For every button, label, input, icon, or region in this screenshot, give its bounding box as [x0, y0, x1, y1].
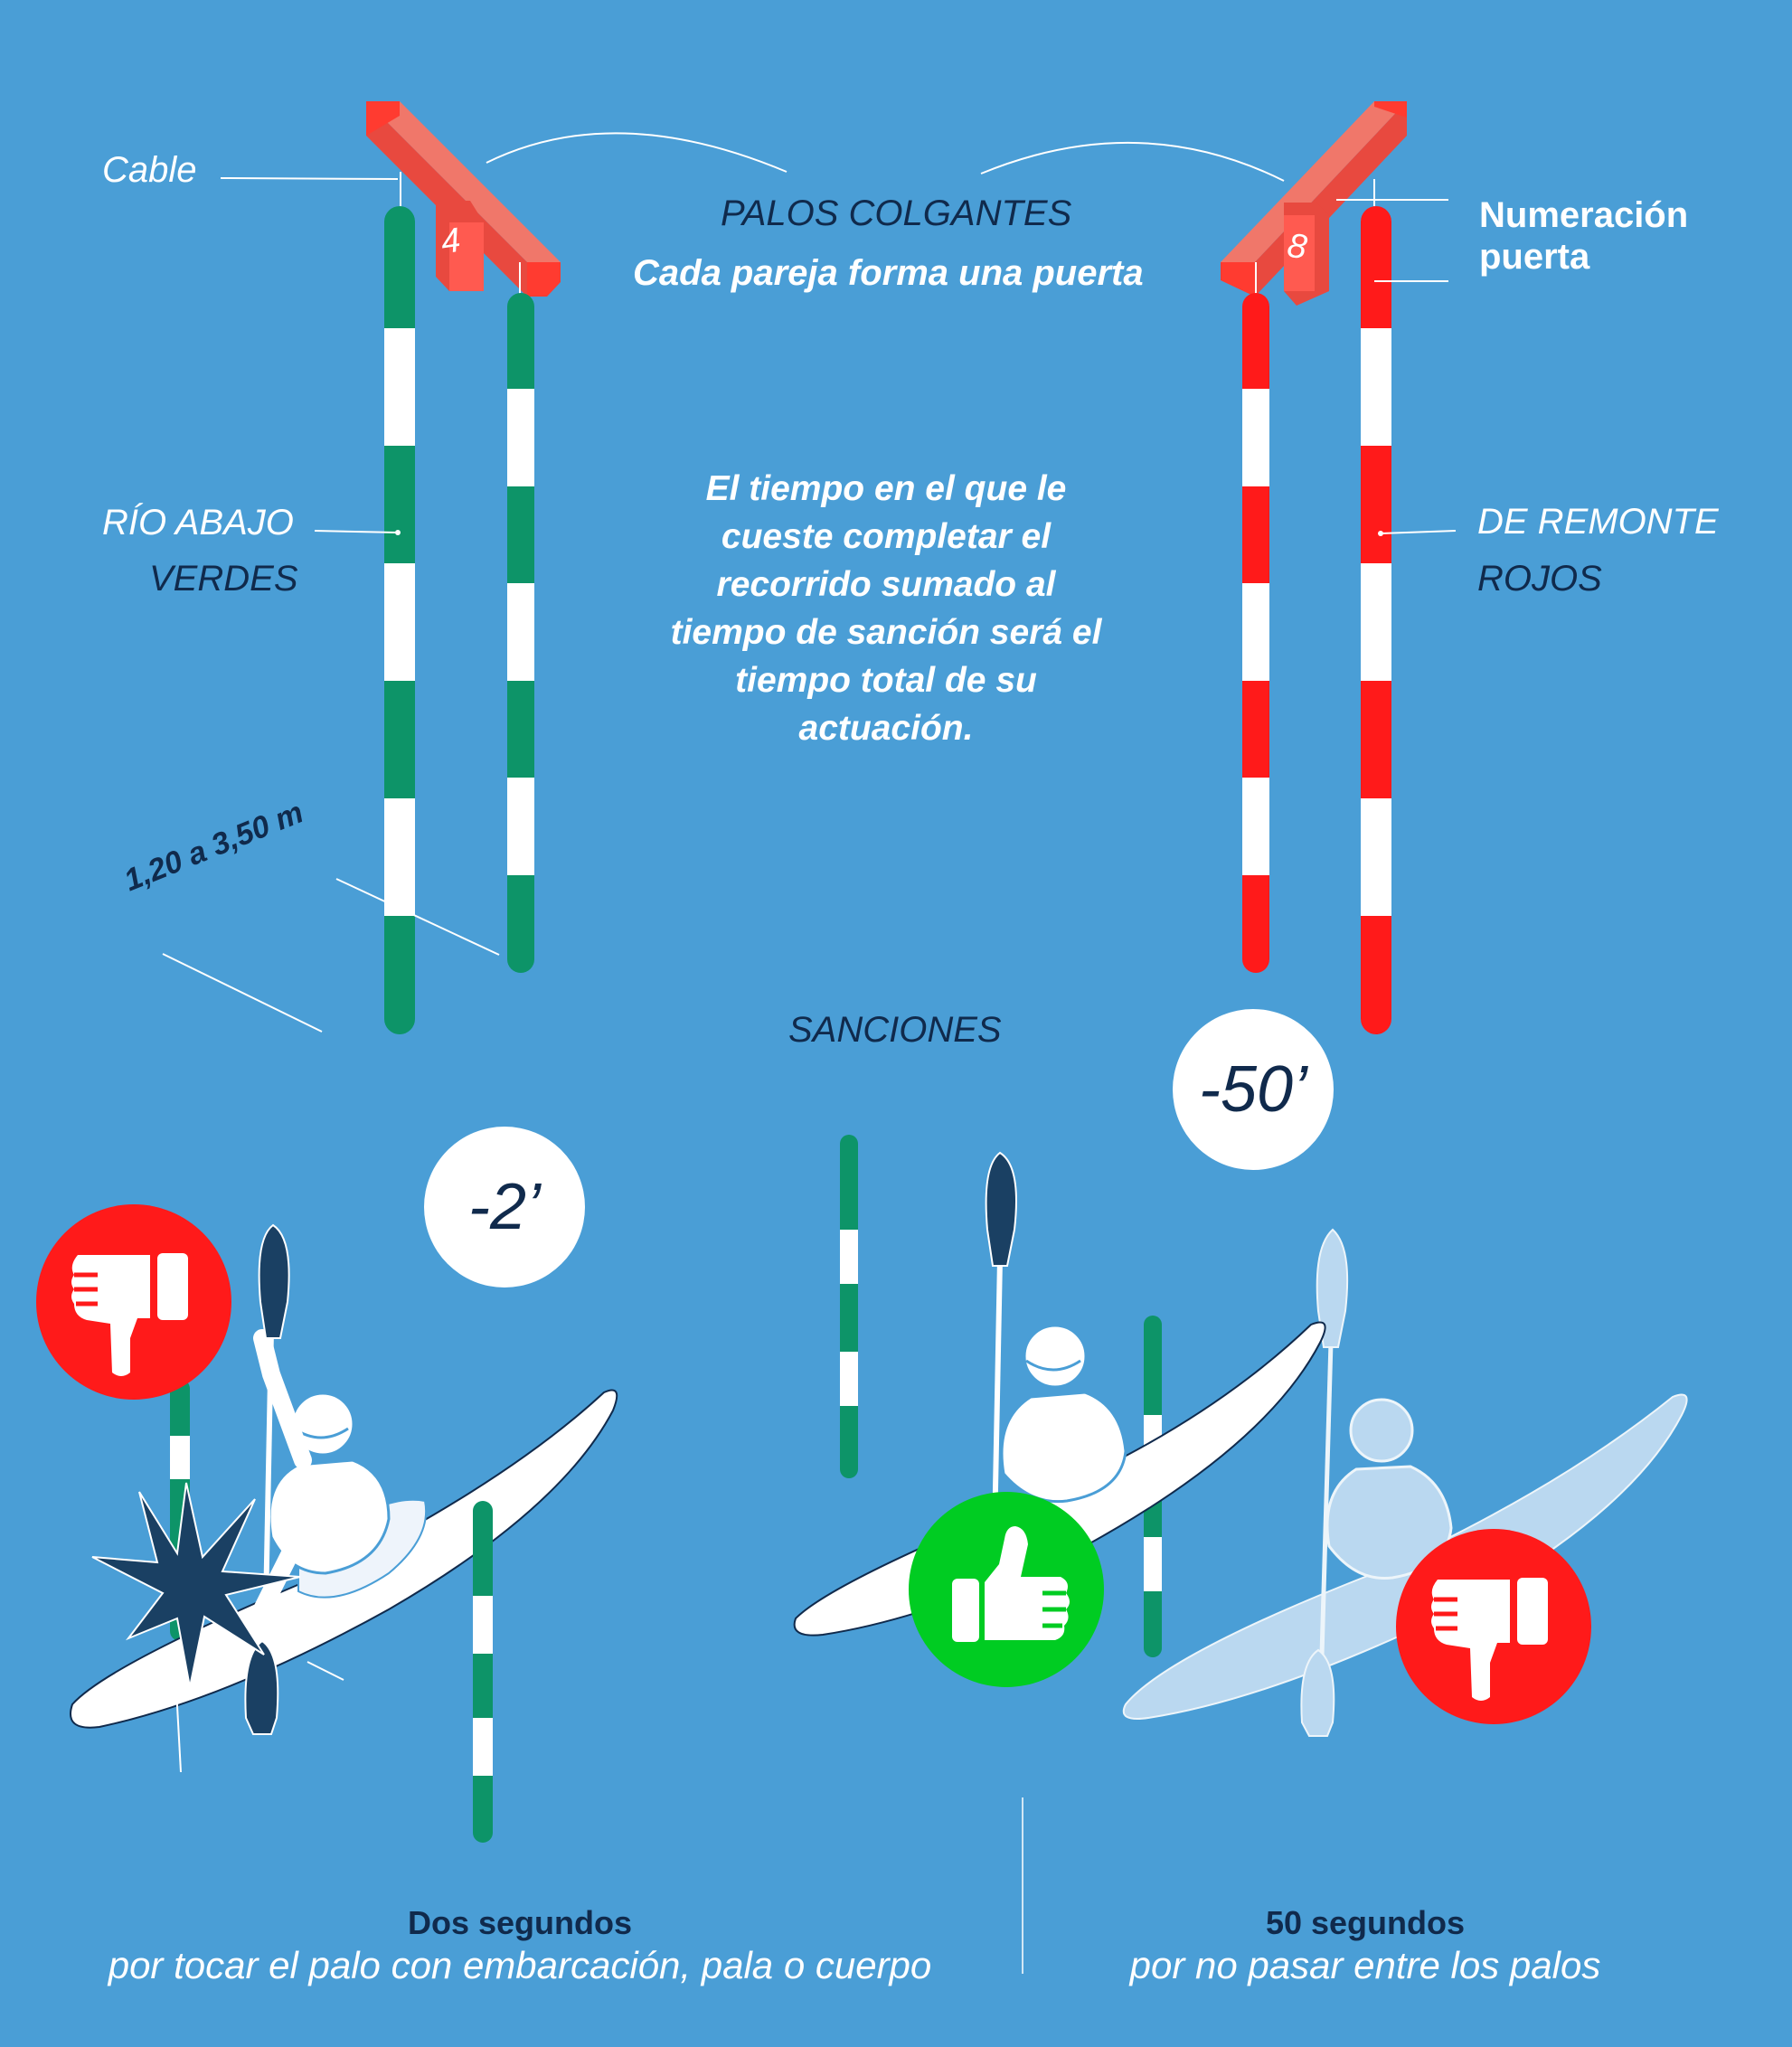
sanctions-heading: SANCIONES: [788, 1010, 1002, 1050]
explanation-line: El tiempo en el que le: [705, 469, 1067, 508]
verdes-label: VERDES: [149, 559, 298, 599]
explanation-text: El tiempo en el que le cueste completar …: [633, 465, 1139, 752]
rojos-label: ROJOS: [1477, 559, 1602, 599]
de-remonte-leader: [1380, 530, 1457, 534]
red-pole-right-tall: [1361, 206, 1391, 1034]
thumbs-up-circle: [909, 1492, 1104, 1687]
height-line-lower: [162, 953, 323, 1033]
de-remonte-label: DE REMONTE: [1477, 502, 1719, 542]
kayak-faded: [1122, 1228, 1688, 1737]
impact-star-icon: [91, 1482, 301, 1688]
numeracion-label-2: puerta: [1479, 237, 1590, 277]
header-title: PALOS COLGANTES: [721, 193, 1072, 233]
green-pole-right-back: [840, 1135, 858, 1478]
explanation-line: actuación.: [798, 709, 974, 748]
arc-right: [980, 141, 1285, 182]
explanation-line: tiempo total de su: [735, 661, 1037, 700]
sanction-right-title: 50 segundos: [1265, 1904, 1466, 1941]
rio-abajo-leader: [314, 530, 399, 533]
explanation-line: cueste completar el: [721, 517, 1052, 556]
explanation-line: tiempo de sanción será el: [670, 613, 1102, 652]
arc-left: [486, 132, 788, 173]
green-pole-front: [473, 1501, 493, 1843]
thumbs-down-left: [36, 1204, 231, 1400]
explanation-line: recorrido sumado al: [716, 565, 1056, 604]
cable-leader: [220, 177, 399, 180]
cable-label: Cable: [102, 150, 197, 190]
paddler-left: [253, 1329, 391, 1618]
sanction-left-description: por tocar el palo con embarcación, pala …: [108, 1944, 932, 1986]
rio-abajo-label: RÍO ABAJO: [102, 503, 294, 542]
thumbs-down-right: [1396, 1529, 1591, 1724]
left-gate-beam: [366, 101, 561, 297]
numeracion-label-1: Numeración: [1479, 195, 1689, 235]
right-gate-number-board: [1284, 203, 1329, 306]
header-subtitle: Cada pareja forma una puerta: [633, 253, 1144, 293]
sanction-left-title: Dos segundos: [407, 1904, 633, 1941]
left-gate-number-board: [436, 201, 484, 291]
green-pole-left-tall: [384, 206, 415, 1034]
badge-minus-2: -2’: [424, 1127, 585, 1288]
height-line-upper: [335, 878, 500, 956]
red-pole-right-short: [1242, 293, 1269, 973]
badge-minus-50: -50’: [1173, 1009, 1334, 1170]
sanction-right-description: por no pasar entre los palos: [1129, 1944, 1601, 1986]
green-pole-left-short: [507, 293, 534, 973]
paddle-left: [244, 1223, 290, 1735]
